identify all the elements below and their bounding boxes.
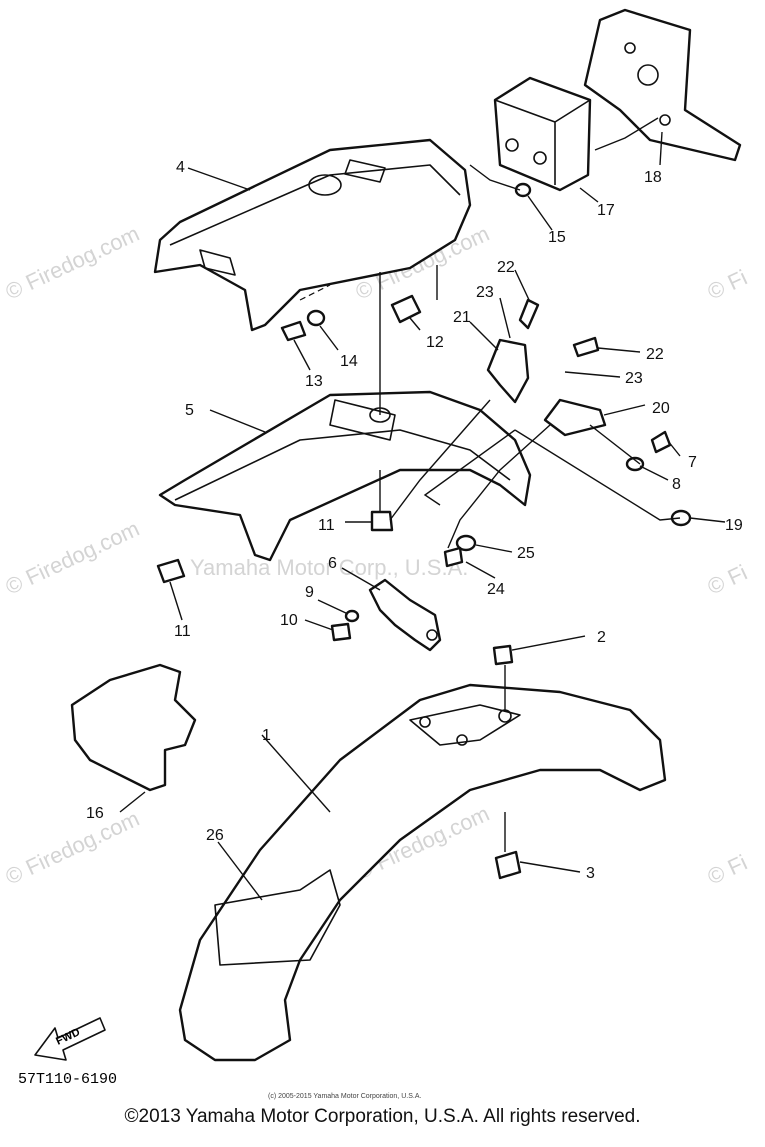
part-16-flap	[70, 663, 197, 792]
callout-8: 8	[672, 476, 681, 493]
leader-lines	[119, 117, 726, 901]
watermark: © Fi	[704, 265, 751, 305]
callout-23-right: 23	[625, 370, 643, 387]
callout-26: 26	[206, 827, 224, 844]
callout-14: 14	[340, 353, 358, 370]
part-1-rear-fender	[178, 683, 667, 1062]
callout-3: 3	[586, 865, 595, 882]
callout-6: 6	[328, 555, 337, 572]
watermark: © Firedog.com	[2, 516, 144, 600]
part-6-bracket	[368, 578, 442, 652]
callout-labels: 1 2 3 4 5 6 7 8 9 10 11 11 12 13 14 15 1…	[86, 159, 743, 882]
callout-15: 15	[548, 229, 566, 246]
callout-18: 18	[644, 169, 662, 186]
callout-19: 19	[725, 517, 743, 534]
part-20-21-brackets	[486, 338, 607, 437]
callout-23-upper: 23	[476, 284, 494, 301]
part-5-fender	[158, 390, 532, 562]
part-17-box	[493, 76, 592, 192]
callout-16: 16	[86, 805, 104, 822]
fwd-label: FWD	[54, 1026, 82, 1047]
watermark: © Fi	[704, 850, 751, 890]
callout-20: 20	[652, 400, 670, 417]
watermark: © Fi	[704, 560, 751, 600]
callout-2: 2	[597, 629, 606, 646]
callout-22-right: 22	[646, 346, 664, 363]
callout-5: 5	[185, 402, 194, 419]
watermark: © Firedog.com	[2, 221, 144, 305]
callout-12: 12	[426, 334, 444, 351]
watermark-center: Yamaha Motor Corp., U.S.A.	[190, 555, 468, 580]
fasteners	[156, 182, 692, 880]
part-18-bracket	[583, 8, 742, 162]
dashed-lines	[299, 284, 331, 301]
callout-11-upper: 11	[318, 517, 335, 534]
callout-1: 1	[262, 727, 271, 744]
copyright-footer: ©2013 Yamaha Motor Corporation, U.S.A. A…	[124, 1106, 641, 1127]
callout-9: 9	[305, 584, 314, 601]
callout-4: 4	[176, 159, 185, 176]
callout-11-lower: 11	[174, 623, 191, 640]
part-4-cover	[153, 138, 472, 332]
diagram-code: 57T110-6190	[18, 1071, 117, 1088]
callout-22-upper: 22	[497, 259, 515, 276]
watermark: © Firedog.com	[2, 806, 144, 890]
callout-10: 10	[280, 612, 298, 629]
callout-7: 7	[688, 454, 697, 471]
fwd-arrow: FWD	[34, 1017, 106, 1061]
callout-21: 21	[453, 309, 471, 326]
callout-17: 17	[597, 202, 615, 219]
small-copyright: (c) 2005-2015 Yamaha Motor Corporation, …	[268, 1093, 421, 1100]
callout-24: 24	[487, 581, 505, 598]
callout-25: 25	[517, 545, 535, 562]
callout-13: 13	[305, 373, 323, 390]
